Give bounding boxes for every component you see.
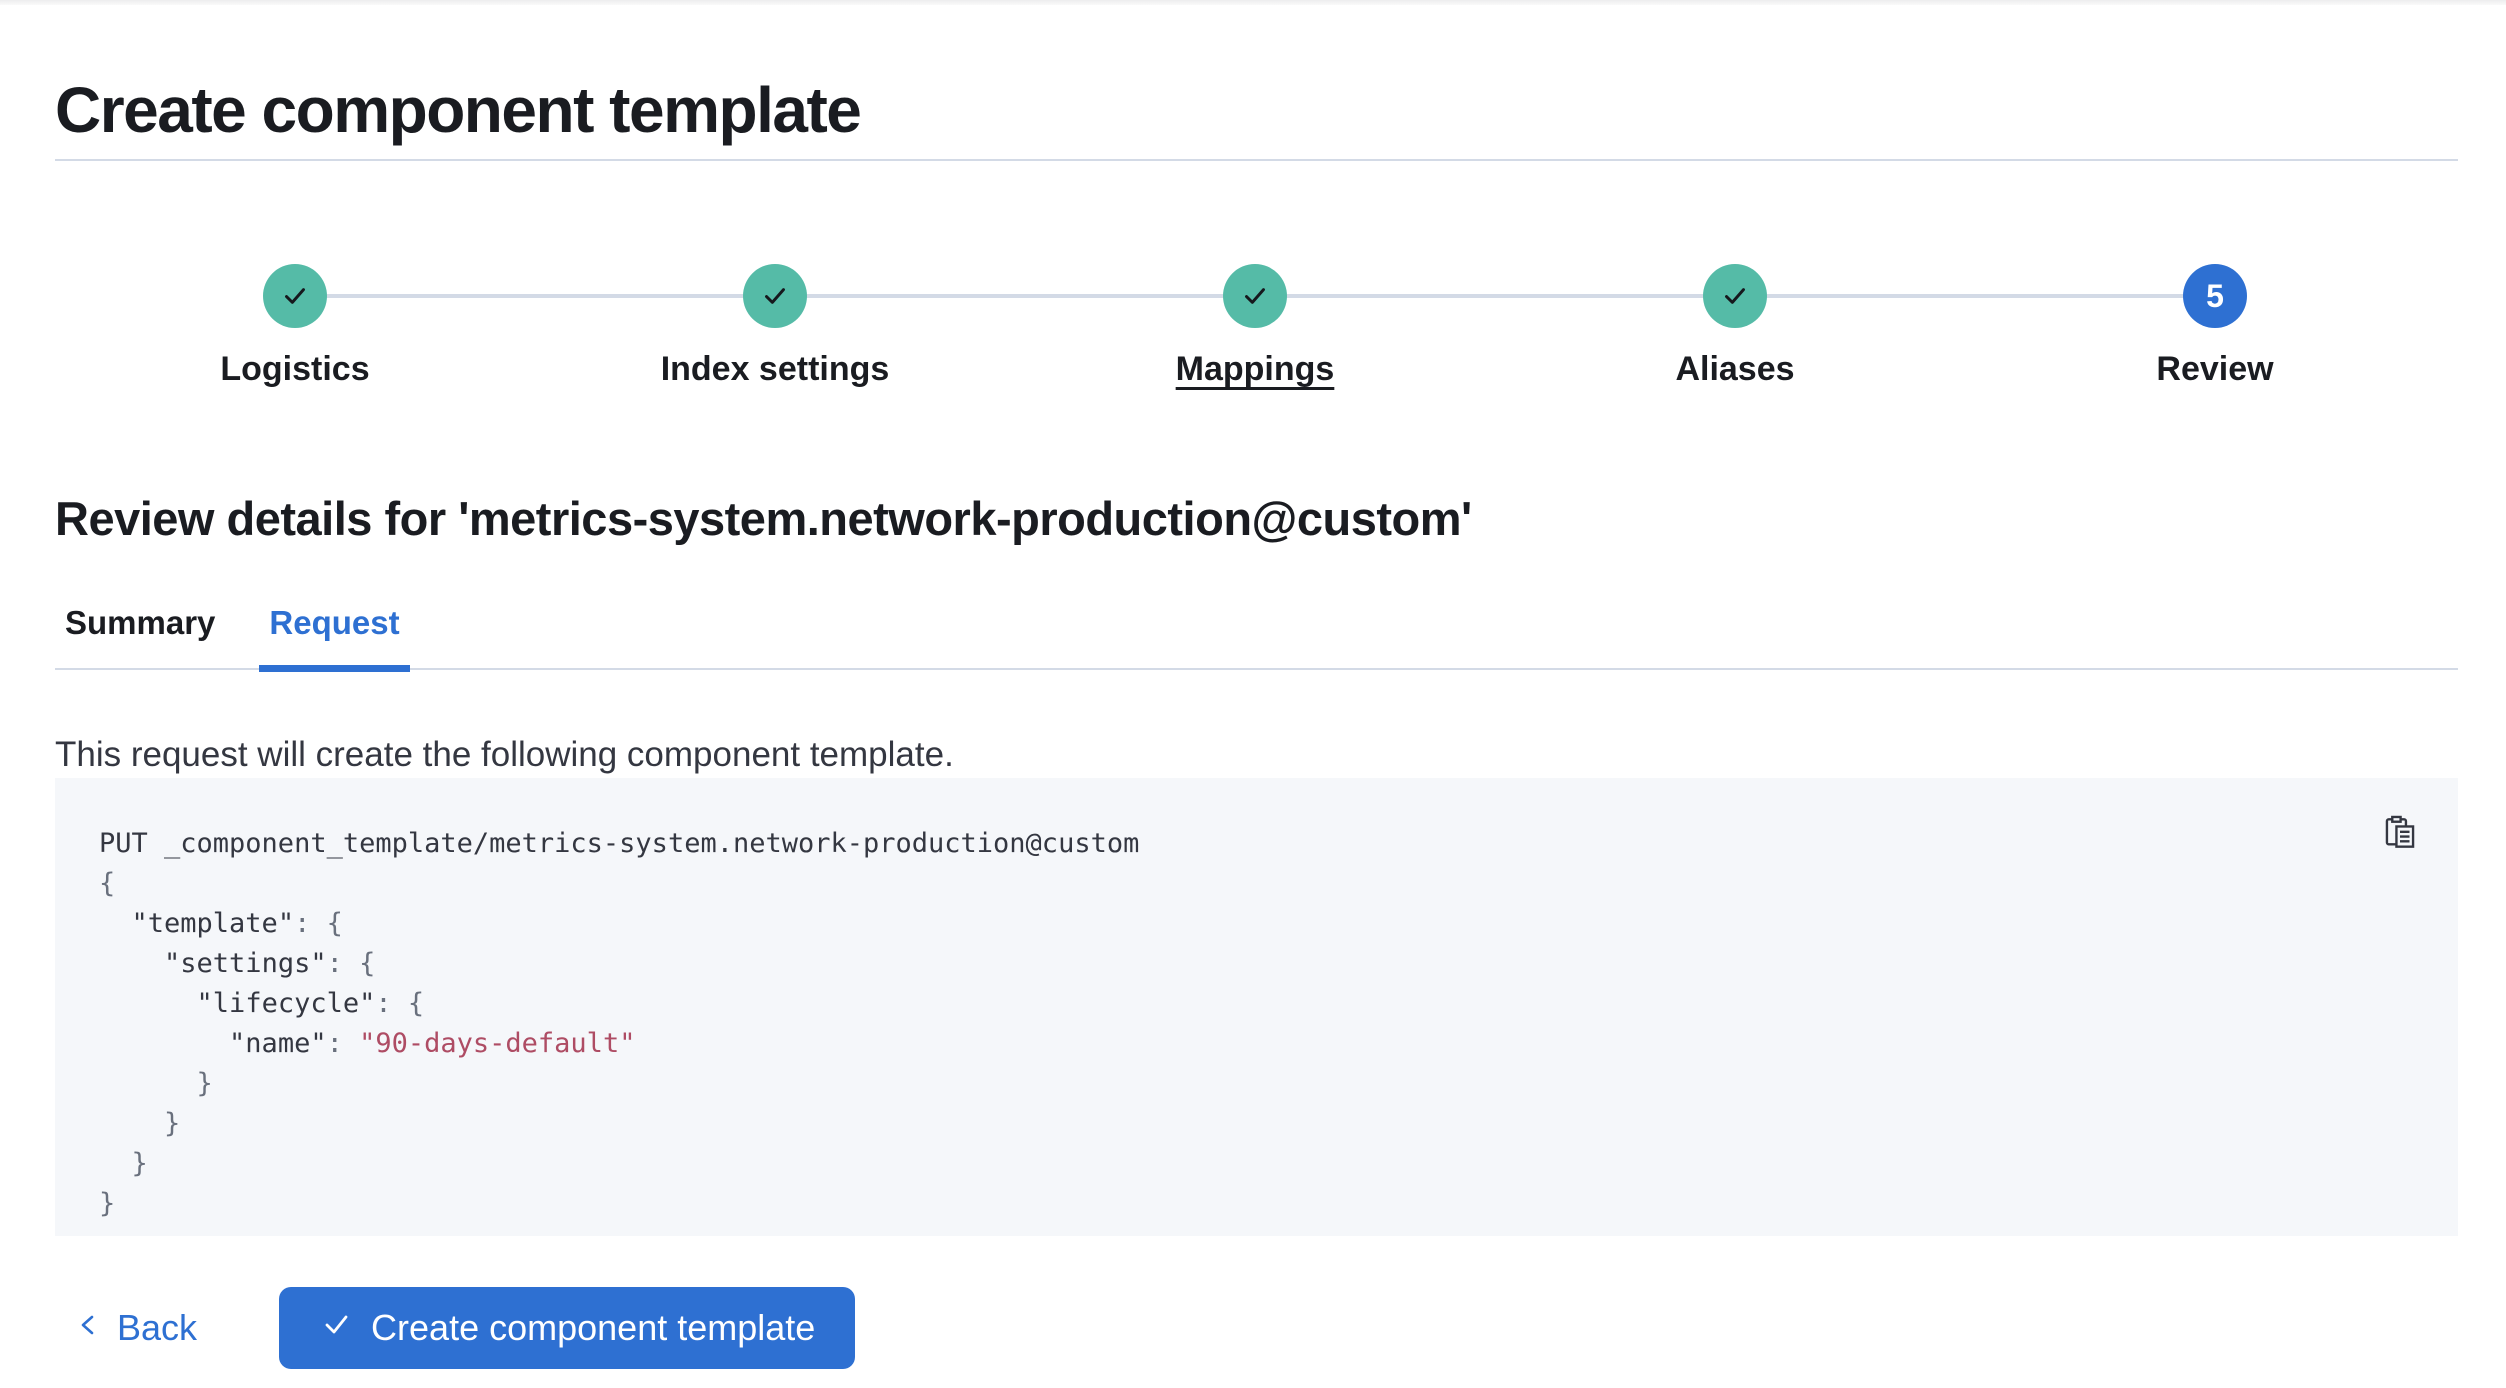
step-label: Mappings xyxy=(1175,350,1335,388)
code-line: } xyxy=(99,1068,213,1099)
step-number-circle: 5 xyxy=(2183,264,2247,328)
code-line: "lifecycle": { xyxy=(196,988,425,1019)
check-icon xyxy=(285,288,305,304)
wizard-footer: Back Create component template xyxy=(55,1286,2458,1370)
tab-summary[interactable]: Summary xyxy=(55,600,225,668)
tabs-row: Summary Request xyxy=(55,600,2458,672)
code-line: } xyxy=(99,1108,181,1139)
window-top-edge xyxy=(0,0,2506,5)
request-description: This request will create the following c… xyxy=(55,735,954,774)
step-check-circle xyxy=(743,264,807,328)
check-icon xyxy=(1245,288,1265,304)
create-component-template-button[interactable]: Create component template xyxy=(279,1287,856,1369)
check-icon xyxy=(319,1307,353,1350)
page-title: Create component template xyxy=(55,73,862,146)
stepper-step-aliases[interactable]: Aliases xyxy=(1495,264,1975,389)
code-line: } xyxy=(99,1148,148,1179)
code-line: { xyxy=(99,868,116,899)
review-heading: Review details for 'metrics-system.netwo… xyxy=(55,492,1472,545)
clipboard-icon xyxy=(2381,814,2419,855)
stepper-step-index-settings[interactable]: Index settings xyxy=(535,264,1015,389)
request-code-block: PUT _component_template/metrics-system.n… xyxy=(55,778,2458,1236)
code-line: "settings": { xyxy=(164,948,376,979)
step-label: Review xyxy=(2156,350,2274,388)
check-icon xyxy=(765,288,785,304)
code-line: "name": "90-days-default" xyxy=(229,1028,636,1059)
title-divider xyxy=(55,159,2458,161)
step-label: Logistics xyxy=(220,350,370,388)
check-icon xyxy=(1725,288,1745,304)
code-lines: PUT _component_template/metrics-system.n… xyxy=(99,824,2414,1224)
create-button-label: Create component template xyxy=(371,1307,816,1348)
code-line: PUT _component_template/metrics-system.n… xyxy=(99,828,1140,859)
back-button[interactable]: Back xyxy=(55,1307,215,1349)
stepper-step-logistics[interactable]: Logistics xyxy=(55,264,535,389)
step-check-circle xyxy=(1223,264,1287,328)
code-line: } xyxy=(99,1188,116,1219)
step-label: Index settings xyxy=(660,350,890,388)
tab-request[interactable]: Request xyxy=(259,600,410,672)
chevron-left-icon xyxy=(73,1307,103,1349)
code-line: "template": { xyxy=(131,908,343,939)
step-label: Aliases xyxy=(1675,350,1795,388)
step-check-circle xyxy=(1703,264,1767,328)
copy-to-clipboard-button[interactable] xyxy=(2378,812,2422,856)
step-check-circle xyxy=(263,264,327,328)
back-button-label: Back xyxy=(117,1307,198,1348)
stepper-step-mappings[interactable]: Mappings xyxy=(1015,264,1495,389)
